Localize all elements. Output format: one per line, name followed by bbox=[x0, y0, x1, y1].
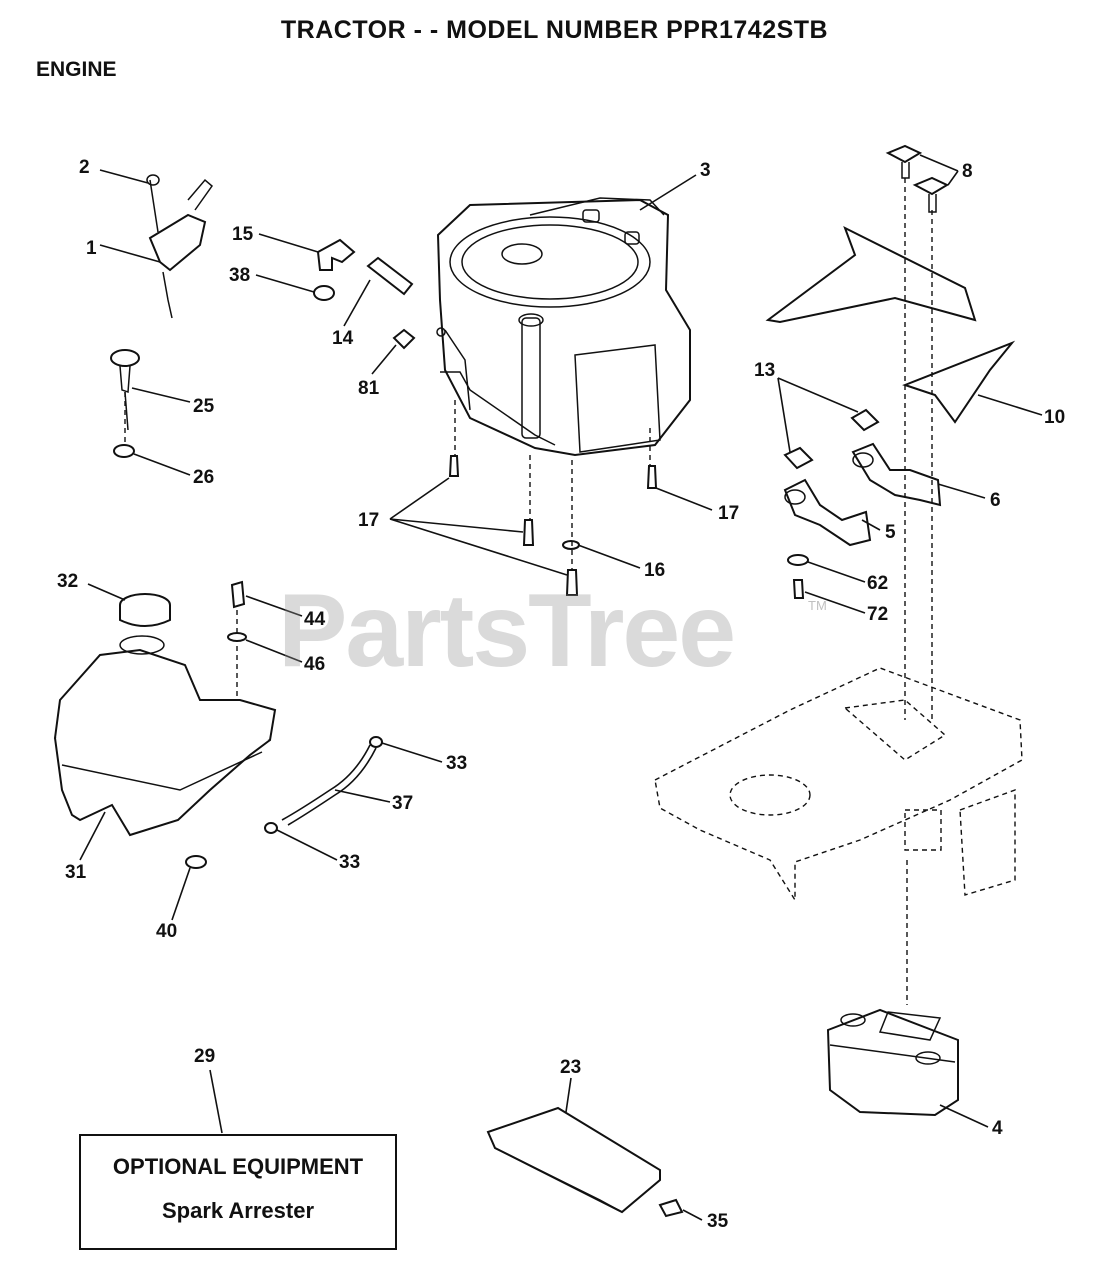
callout-44: 44 bbox=[304, 609, 326, 630]
spark-arrester-part[interactable] bbox=[486, 1106, 684, 1218]
callout-13: 13 bbox=[754, 360, 775, 381]
optional-equipment-heading: OPTIONAL EQUIPMENT bbox=[112, 1154, 364, 1179]
callout-25: 25 bbox=[193, 396, 215, 417]
fuel-line-part[interactable] bbox=[185, 580, 383, 869]
throttle-control-part[interactable] bbox=[146, 174, 214, 319]
callout-46: 46 bbox=[304, 654, 325, 675]
callout-16: 16 bbox=[644, 560, 665, 581]
callout-23: 23 bbox=[560, 1057, 581, 1078]
callout-81: 81 bbox=[358, 378, 380, 399]
callout-15: 15 bbox=[232, 224, 254, 245]
heat-shield-part[interactable] bbox=[765, 225, 1016, 424]
callout-29: 29 bbox=[194, 1046, 215, 1067]
callout-62: 62 bbox=[867, 573, 888, 594]
callout-72: 72 bbox=[867, 604, 888, 625]
fuel-fittings-part[interactable] bbox=[313, 238, 446, 350]
callout-33-lower: 33 bbox=[339, 852, 360, 873]
callout-38: 38 bbox=[229, 265, 250, 286]
leader-lines bbox=[79, 154, 1043, 1221]
mounting-knob-bolts[interactable] bbox=[885, 144, 950, 213]
callout-37: 37 bbox=[392, 793, 413, 814]
callout-2: 2 bbox=[79, 157, 90, 178]
primer-part[interactable] bbox=[110, 349, 140, 458]
callout-6: 6 bbox=[990, 490, 1001, 511]
section-heading: ENGINE bbox=[36, 58, 117, 81]
muffler-part[interactable] bbox=[826, 1008, 959, 1117]
callout-32: 32 bbox=[57, 571, 78, 592]
engine-part[interactable] bbox=[436, 197, 691, 457]
callout-17-right: 17 bbox=[718, 503, 739, 524]
watermark: PartsTree bbox=[278, 573, 736, 689]
optional-equipment-item: Spark Arrester bbox=[161, 1198, 315, 1223]
trademark-mark: TM bbox=[808, 598, 827, 613]
page-title: TRACTOR - - MODEL NUMBER PPR1742STB bbox=[280, 16, 829, 44]
callout-40: 40 bbox=[156, 921, 177, 942]
callout-3: 3 bbox=[700, 160, 711, 181]
exhaust-pipes-part[interactable] bbox=[783, 408, 942, 547]
callout-10: 10 bbox=[1044, 407, 1065, 428]
callout-17-left: 17 bbox=[358, 510, 379, 531]
callout-8: 8 bbox=[962, 161, 973, 182]
callout-14: 14 bbox=[332, 328, 354, 349]
exhaust-hardware[interactable] bbox=[787, 554, 809, 599]
callout-1: 1 bbox=[86, 238, 97, 259]
callout-31: 31 bbox=[65, 862, 87, 883]
callout-35: 35 bbox=[707, 1211, 729, 1232]
optional-equipment-box: OPTIONAL EQUIPMENT Spark Arrester bbox=[79, 1134, 397, 1250]
callout-labels: 2 1 3 15 38 14 81 25 26 17 17 16 8 10 13… bbox=[57, 157, 1065, 1232]
tractor-frame-outline bbox=[654, 667, 1023, 903]
callout-33-upper: 33 bbox=[446, 753, 467, 774]
callout-26: 26 bbox=[193, 467, 214, 488]
callout-5: 5 bbox=[885, 522, 896, 543]
callout-4: 4 bbox=[992, 1118, 1003, 1139]
fuel-tank-part[interactable] bbox=[53, 593, 277, 837]
